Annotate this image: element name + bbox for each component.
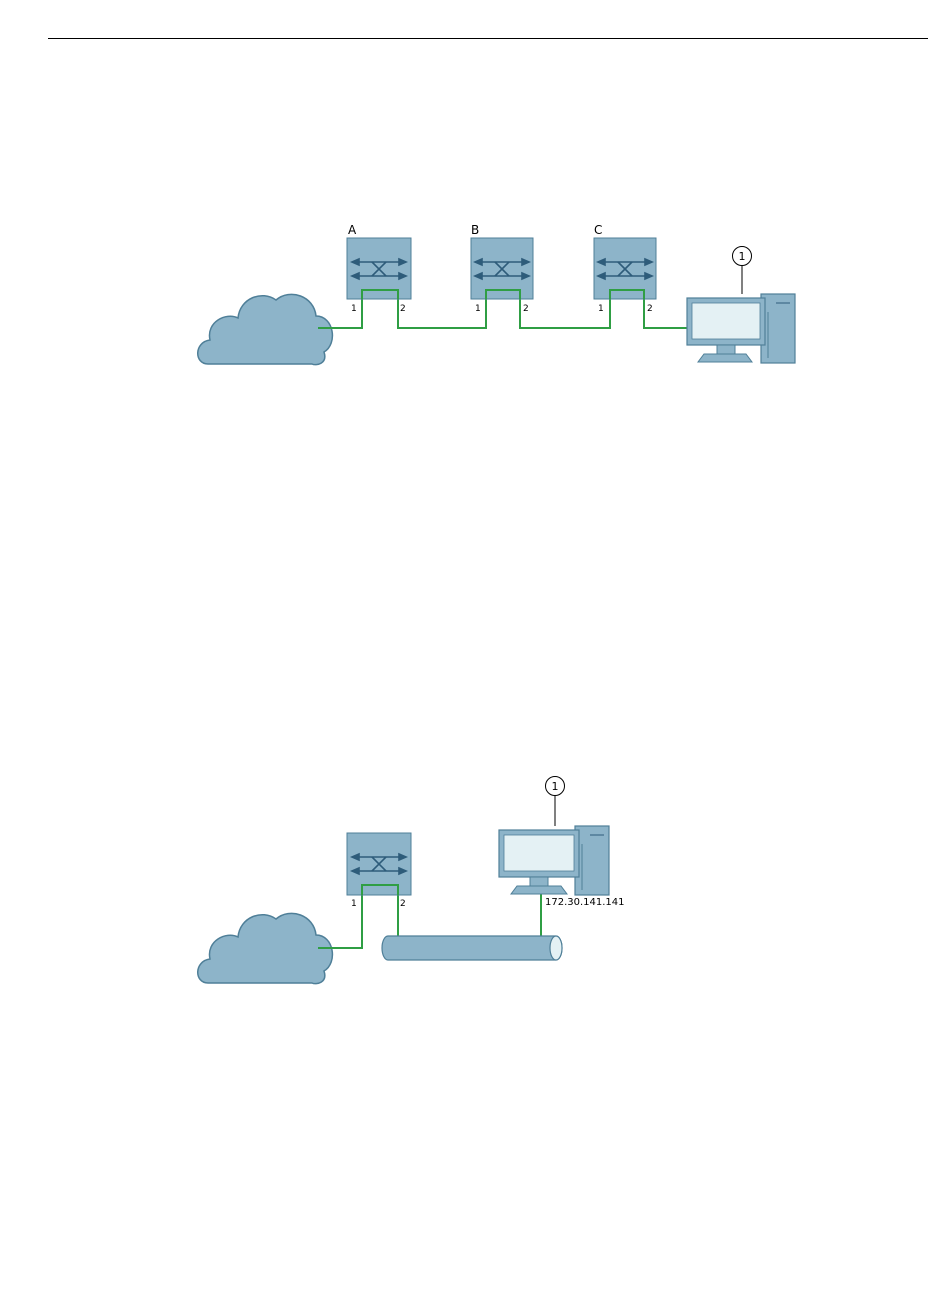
switch-a-port-1: 1 [351, 304, 357, 314]
switch-b-port-1: 1 [475, 304, 481, 314]
switch-c-label: C [594, 223, 602, 237]
switch-port-2: 2 [400, 899, 406, 909]
switch-b-port-2: 2 [523, 304, 529, 314]
switch-a-label: A [348, 223, 357, 237]
pc-icon[interactable] [499, 826, 609, 895]
cloud-icon [198, 294, 333, 364]
switch-port-1: 1 [351, 899, 357, 909]
switch-b-label: B [471, 223, 479, 237]
switch-b[interactable] [471, 238, 533, 299]
switch-c-port-2: 2 [647, 304, 653, 314]
diagram-bus-topology: 1 2 1 172.30.141.141 [0, 760, 950, 1000]
pc-icon[interactable] [687, 294, 795, 363]
switch[interactable] [347, 833, 411, 895]
switch-c-port-1: 1 [598, 304, 604, 314]
callout-number: 1 [739, 250, 746, 263]
callout-number: 1 [552, 780, 559, 793]
pc-ip-address: 172.30.141.141 [545, 897, 625, 908]
bus-cable [382, 936, 562, 960]
switch-a-port-2: 2 [400, 304, 406, 314]
switch-c[interactable] [594, 238, 656, 299]
diagram-line-topology: A 1 2 B 1 2 C 1 2 [0, 0, 950, 420]
switch-a[interactable] [347, 238, 411, 299]
cloud-icon [198, 913, 333, 983]
